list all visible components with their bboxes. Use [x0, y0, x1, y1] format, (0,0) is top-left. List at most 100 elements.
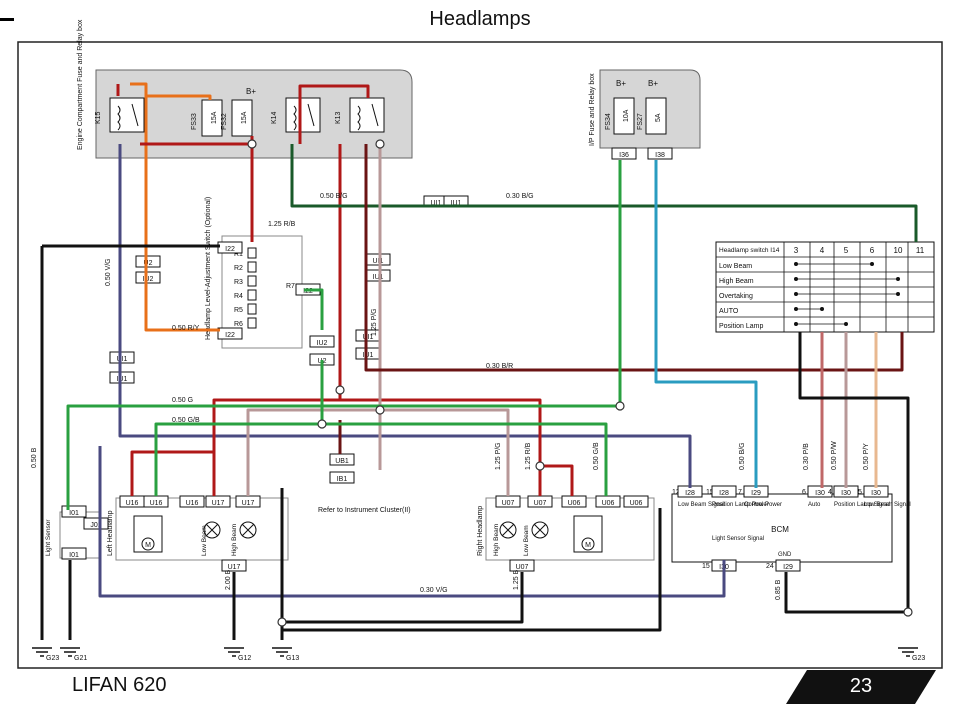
connector-I01-b-label: I01: [69, 552, 79, 559]
switch-col-4: 4: [820, 246, 825, 255]
connector-IU1-8: [109, 371, 135, 384]
wire-green-level: [304, 288, 324, 330]
relay-coil-K14: [293, 105, 297, 131]
relay-coil-K15: [117, 105, 121, 131]
bcm-pin-label-3: Auto: [808, 502, 821, 508]
level-switch-label: Headlamp Level-Adjustment Switch (Option…: [205, 197, 212, 340]
wire-pink-left: [246, 408, 380, 496]
connector-IU1-13-label: IU1: [373, 274, 384, 281]
wire-pink-right: [380, 408, 510, 496]
wire-green-gb-right: [322, 422, 608, 496]
bcm-pin-label-sensor: Light Sensor Signal: [712, 536, 764, 542]
switch-dot: [794, 292, 798, 296]
instrument-note: Refer to Instrument Cluster(II): [318, 507, 411, 514]
connector-U07-4-label: U07: [516, 564, 529, 571]
bcm-pin-num-1: 15: [706, 489, 714, 496]
bcm-pin-conn-2-label: I29: [751, 490, 761, 497]
wire-label-pg-right: 1.25 P/G: [495, 442, 502, 470]
corner-mark: [0, 18, 14, 21]
connector-I01-a-label: I01: [69, 510, 79, 517]
connector-U07-4: [509, 559, 535, 572]
bcm-pin-conn-1: [711, 485, 737, 498]
bcm-pin-num-5: 5: [858, 489, 862, 496]
wire-darkred: [364, 144, 904, 372]
resistor-label-R7: R7: [286, 283, 295, 290]
resistor-label-R4: R4: [234, 293, 243, 300]
connector-U2-4-label: U2: [144, 260, 153, 267]
junction-node-6: [535, 461, 545, 471]
wire-label-pw: 0.50 P/W: [831, 441, 838, 470]
switch-dot: [870, 262, 874, 266]
resistor-R6: [247, 317, 257, 329]
connector-U17-4-label: U17: [228, 564, 241, 571]
bcm-pin-label-5: Low Beam Signal: [864, 502, 911, 508]
connector-J01-label: J01: [90, 522, 101, 529]
wire-red-left: [130, 144, 342, 496]
switch-col-10: 10: [894, 246, 903, 255]
bcm-label: BCM: [771, 525, 789, 534]
bcm-pin-conn-1-label: I28: [719, 490, 729, 497]
connector-IU2-4: [135, 271, 161, 284]
wire-label-125b: 1.25 B: [513, 569, 520, 590]
wire-black-gnd: [784, 572, 908, 614]
ground-G23-left-label: G23: [46, 655, 59, 662]
switch-row-0: Low Beam: [719, 263, 752, 270]
engine-box-label: Engine Compartment Fuse and Relay box: [77, 19, 84, 150]
wire-label-vg: 0.50 V/G: [105, 258, 112, 286]
bcm-pin-num-2: 7: [738, 489, 742, 496]
ip-bplus-label: B+: [648, 79, 658, 88]
left-level-motor-symbol: M: [145, 542, 151, 549]
bcm-pin-num-sensor: 15: [702, 563, 710, 570]
connector-I38-label: I38: [655, 152, 665, 159]
lamp-left-high-label: High Beam: [231, 524, 238, 556]
bcm-pin-conn-4-label: I30: [841, 490, 851, 497]
relay-label-K15: K15: [95, 111, 102, 124]
connector-U16-3-label: U16: [126, 500, 139, 507]
wire-label-bg-1: 0.50 B/G: [320, 193, 348, 200]
wire-label-gb: 0.50 G/B: [172, 417, 200, 424]
relay-coil-K13: [357, 105, 361, 131]
connector-U06-2-label: U06: [602, 500, 615, 507]
wire-green-gb-left: [154, 360, 324, 496]
bcm-pin-conn-gnd-label: I29: [783, 564, 793, 571]
ground-G13-label: G13: [286, 655, 299, 662]
connector-U06-3: [623, 495, 649, 508]
connector-I22-a-label: I22: [225, 246, 235, 253]
wire-navy-low: [118, 144, 692, 488]
lamp-left-low-x: [205, 523, 219, 537]
bcm-pin-conn-3: [807, 485, 833, 498]
bcm-pin-conn-0-label: I28: [685, 490, 695, 497]
switch-row-4: Position Lamp: [719, 323, 763, 330]
relay-contact-K13: [371, 103, 379, 127]
lamp-left-high-x: [241, 523, 255, 537]
resistor-label-R3: R3: [234, 279, 243, 286]
switch-col-11: 11: [916, 246, 925, 255]
switch-row-3: AUTO: [719, 308, 739, 315]
lamp-right-high-x: [501, 523, 515, 537]
resistor-label-R2: R2: [234, 265, 243, 272]
switch-dot: [896, 292, 900, 296]
junction-node-3: [375, 405, 385, 415]
switch-col-6: 6: [870, 246, 875, 255]
switch-dot: [794, 322, 798, 326]
page-badge-background: [786, 670, 936, 704]
connector-J01: [83, 517, 109, 530]
connector-UI1-4-label: UI1: [363, 334, 374, 341]
right-level-motor-symbol: M: [585, 542, 591, 549]
switch-dot: [794, 277, 798, 281]
connector-U17-4: [221, 559, 247, 572]
relay-K13: [349, 97, 385, 133]
connector-I38: [647, 147, 673, 160]
wire-label-pg: 1.25 P/G: [371, 308, 378, 336]
lamp-right-low-x: [533, 523, 547, 537]
fuse-FS34: [613, 97, 635, 135]
wire-label-py: 0.50 P/Y: [863, 443, 870, 470]
wire-navy-bottom: [98, 446, 726, 598]
connector-IB1-label: IB1: [337, 476, 348, 483]
switch-col-3: 3: [794, 246, 799, 255]
switch-dot: [794, 307, 798, 311]
relay-K14: [285, 97, 321, 133]
connector-U17-2-label: U17: [212, 500, 225, 507]
connector-IU2-1-label: IU2: [317, 340, 328, 347]
